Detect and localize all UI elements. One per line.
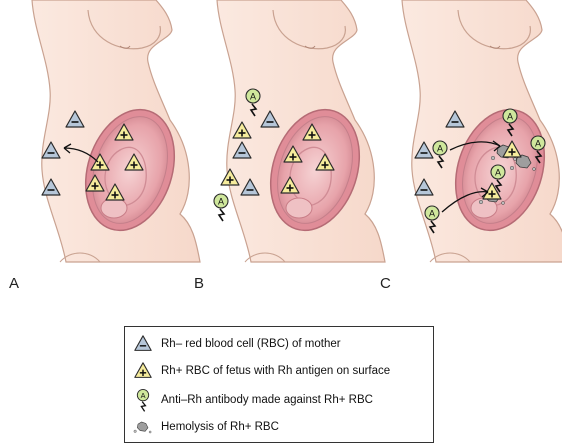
legend-label: Rh+ RBC of fetus with Rh antigen on surf… [161, 365, 391, 377]
panel-a-transfer-arrow [63, 147, 99, 163]
panel-a-figure [31, 0, 201, 263]
legend-label: Rh– red blood cell (RBC) of mother [161, 338, 341, 350]
panel-label-b: B [194, 275, 205, 292]
illustration: A [31, 0, 562, 263]
legend-label: Hemolysis of Rh+ RBC [161, 421, 279, 433]
rh-positive-rbc-icon [134, 362, 152, 378]
legend-item: Rh– red blood cell (RBC) of mother [133, 332, 341, 356]
legend-item: A Anti–Rh antibody made against Rh+ RBC [133, 388, 373, 412]
hemolysis-icon [133, 421, 152, 434]
panel-c-transfer-arrow [449, 141, 501, 151]
anti-rh-antibody-icon: A [136, 388, 150, 412]
panel-label-a: A [9, 275, 20, 292]
legend-item: Hemolysis of Rh+ RBC [133, 415, 279, 439]
rh-negative-rbc-icon [134, 335, 152, 351]
panel-b-antibody [213, 193, 229, 222]
legend: Rh– red blood cell (RBC) of mother Rh+ R… [124, 326, 434, 443]
legend-label: Anti–Rh antibody made against Rh+ RBC [161, 394, 373, 406]
panel-label-c: C [380, 275, 391, 292]
svg-text:A: A [141, 391, 146, 400]
legend-item: Rh+ RBC of fetus with Rh antigen on surf… [133, 359, 390, 383]
panel-c-transfer-arrow [441, 190, 489, 213]
panel-c-figure [401, 0, 562, 263]
